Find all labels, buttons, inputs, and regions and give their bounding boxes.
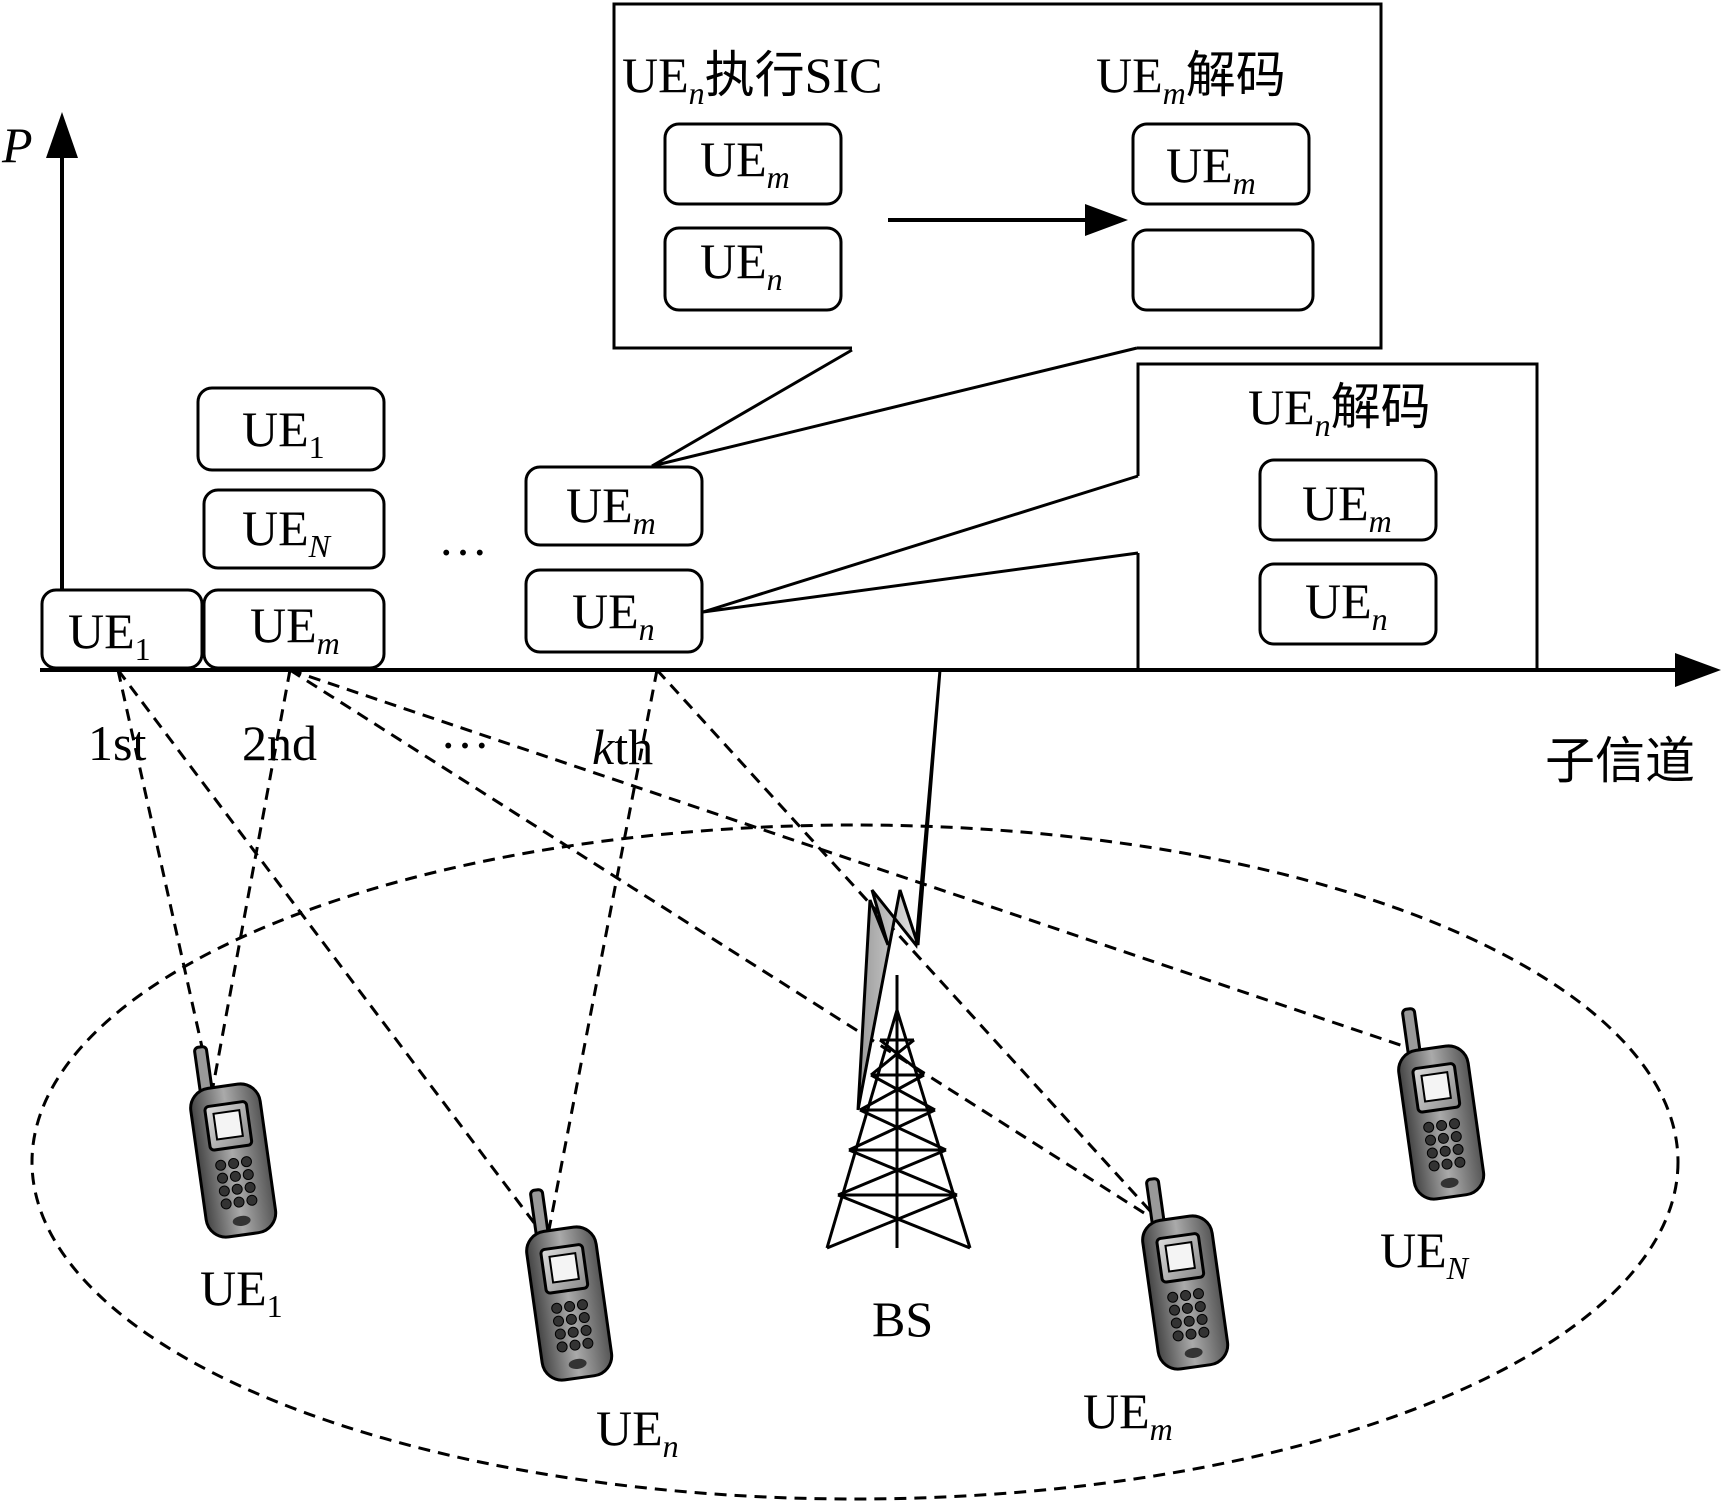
phone-icon-ue1 <box>189 1045 278 1239</box>
sic-right-label-m: UEm <box>1166 137 1256 201</box>
sic-callout-content: UEn执行SIC UEm解码 UEm UEn UEm <box>622 47 1315 312</box>
stack-kth-label-m: UEm <box>566 477 656 541</box>
base-station-label: BS <box>872 1291 933 1347</box>
device-label-uem: UEm <box>1083 1383 1173 1447</box>
device-label-uen: UEn <box>596 1400 679 1464</box>
devices <box>189 1007 1486 1382</box>
decode-callout-frame <box>1136 362 1539 670</box>
decode-label-n: UEn <box>1305 573 1388 637</box>
stack-first-label-1: UE1 <box>68 603 151 667</box>
stack-kth-label-n: UEn <box>572 583 655 647</box>
stack-kth-box-n <box>524 568 704 654</box>
stack-second-box-N <box>202 488 386 570</box>
sic-left-box-m <box>663 122 843 206</box>
subchannel-k-letter: k <box>592 719 615 775</box>
decode-title: UEn解码 <box>1248 379 1431 443</box>
stack-second-box-m <box>202 588 386 670</box>
x-axis-label: 子信道 <box>1545 733 1695 789</box>
phone-icon-uen <box>525 1188 614 1382</box>
decode-box-n <box>1258 562 1438 646</box>
stack-second-label-m: UEm <box>250 597 340 661</box>
subchannel-label-2: 2nd <box>242 715 317 771</box>
sic-arrow-head <box>1085 204 1128 236</box>
stack-second-box-1 <box>196 386 386 472</box>
sic-right-box-m <box>1131 122 1311 206</box>
link-kth-uen <box>545 669 659 1241</box>
stack-ellipsis: … <box>438 510 488 566</box>
stack-second-label-N: UEN <box>242 500 332 564</box>
stack-first: UE1 <box>40 588 204 670</box>
sic-callout-frame <box>612 2 1383 350</box>
stack-first-box-1 <box>40 588 204 670</box>
subchannel-links <box>116 668 1422 1241</box>
link-2nd-ue1 <box>210 669 292 1093</box>
decode-label-m: UEm <box>1302 475 1392 539</box>
sic-left-label-n: UEn <box>700 233 783 297</box>
link-kth-uem <box>655 668 1165 1227</box>
subchannel-label-1: 1st <box>88 715 146 771</box>
base-station-tower-icon <box>825 975 972 1250</box>
device-label-ue1: UE1 <box>200 1260 283 1324</box>
sic-left-box-n <box>663 226 843 312</box>
decode-callout-content: UEn解码 UEm UEn <box>1248 379 1438 646</box>
stack-kth-box-m <box>524 465 704 547</box>
device-label-ueN: UEN <box>1380 1222 1470 1286</box>
link-1st-ue1 <box>116 669 214 1093</box>
phone-icon-uem <box>1141 1177 1230 1371</box>
y-axis-label: P <box>1 117 33 173</box>
phone-icon-ueN <box>1397 1007 1486 1201</box>
x-axis-arrow <box>1675 653 1721 687</box>
decode-box-m <box>1258 458 1438 542</box>
y-axis-arrow <box>46 112 78 158</box>
sic-left-title: UEn执行SIC <box>622 47 882 111</box>
cell-boundary <box>30 823 1680 1501</box>
link-2nd-uem <box>289 668 1164 1227</box>
stack-second: UEm UEN UE1 <box>196 386 386 670</box>
sic-left-label-m: UEm <box>700 131 790 195</box>
stack-second-label-1: UE1 <box>242 401 325 465</box>
sic-right-title: UEm解码 <box>1096 47 1286 111</box>
sic-right-box-empty <box>1131 228 1315 312</box>
subchannel-th-suffix: th <box>614 719 653 775</box>
wireless-bolt-icon <box>856 669 942 1111</box>
subchannel-label-k: kth <box>592 719 653 775</box>
subchannel-label-ellipsis: … <box>440 703 490 759</box>
stack-kth: UEn UEm <box>524 465 704 654</box>
